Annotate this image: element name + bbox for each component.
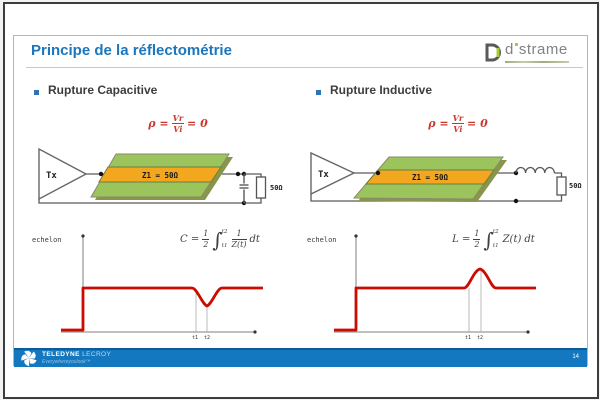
- impedance-label: Z1 = 50Ω: [142, 171, 179, 180]
- axis-end-dot: [354, 234, 358, 238]
- step-response-trace: [334, 267, 536, 332]
- page-number: 14: [572, 354, 579, 360]
- axis-label: echelon: [32, 236, 62, 244]
- load-wires: [244, 173, 262, 204]
- waveform-inductive: echelon t1 t2: [307, 234, 536, 341]
- teledyne-lecroy-icon: [21, 350, 37, 366]
- resistor-icon: [255, 176, 267, 199]
- heading-capacitive: Rupture Capacitive: [48, 83, 158, 97]
- teledyne-brand: TELEDYNE LECROY: [42, 351, 112, 358]
- waveform-capacitive: echelon t1 t2: [32, 234, 263, 341]
- impedance-label: Z1 = 50Ω: [412, 173, 449, 182]
- tx-label: Tx: [318, 170, 329, 180]
- bullet-inductive: [316, 90, 321, 95]
- node-dot: [513, 198, 519, 204]
- resistor-icon: [556, 176, 567, 196]
- step-response-trace: [61, 286, 263, 332]
- node-dot: [235, 171, 241, 177]
- node-dot: [375, 170, 381, 176]
- integral-sign: ∫: [212, 227, 223, 252]
- circuit-capacitive: Tx Z1 = 50Ω 50Ω: [38, 147, 283, 206]
- node-dot: [98, 171, 104, 177]
- tx-label: Tx: [46, 171, 57, 181]
- axis-end-dot: [253, 330, 257, 334]
- teledyne-tagline: Everywhereyoulook™: [42, 358, 91, 365]
- capacitor-icon: [239, 174, 249, 203]
- distrame-i-dot: [514, 43, 518, 46]
- load-label: 50Ω: [569, 182, 582, 190]
- load-label: 50Ω: [270, 184, 283, 192]
- distrame-logo-icon: [485, 43, 501, 62]
- title-divider: [26, 67, 583, 68]
- distrame-tagline-bar: [505, 61, 569, 63]
- t2-label: t2: [204, 335, 210, 341]
- axis-label: echelon: [307, 236, 337, 244]
- tx-driver-triangle: [38, 147, 88, 201]
- load-wires: [554, 172, 563, 201]
- tx-driver-triangle: [310, 151, 356, 196]
- axis-end-dot: [81, 234, 85, 238]
- transmission-line-trace: [98, 166, 222, 183]
- inductor-icon: [515, 166, 556, 174]
- return-wire: [310, 194, 562, 202]
- axis-end-dot: [526, 330, 530, 334]
- heading-inductive: Rupture Inductive: [330, 83, 433, 97]
- integral-sign: ∫: [483, 227, 494, 252]
- t2-label: t2: [477, 335, 483, 341]
- bullet-capacitive: [34, 90, 39, 95]
- return-wire: [38, 199, 244, 204]
- t1-label: t1: [465, 335, 471, 341]
- footer-bar: TELEDYNE LECROY Everywhereyoulook™ 14: [14, 348, 587, 367]
- transmission-line-trace: [364, 169, 495, 185]
- t1-label: t1: [192, 335, 198, 341]
- slide-title: Principe de la réflectométrie: [31, 42, 232, 59]
- circuit-inductive: Tx Z1 = 50Ω 50Ω: [310, 151, 582, 204]
